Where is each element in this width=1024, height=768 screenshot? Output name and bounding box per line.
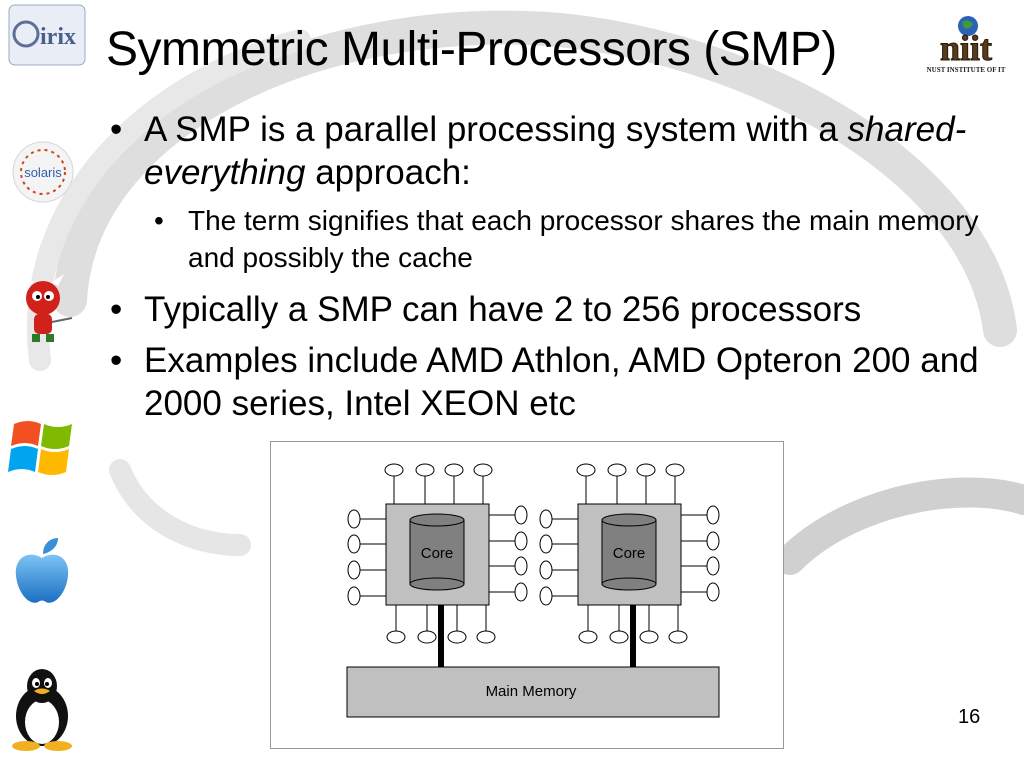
slide-title: Symmetric Multi-Processors (SMP): [106, 23, 837, 76]
solaris-logo-text: solaris: [24, 165, 62, 180]
bullet-3-text: Examples include AMD Athlon, AMD Opteron…: [144, 341, 979, 423]
core-right-label: Core: [613, 545, 646, 562]
bullet-marker: •: [110, 290, 123, 329]
processor-right-pins: [539, 463, 720, 644]
main-memory: [346, 666, 720, 718]
smp-diagram-svg: Core Core Main Memory: [346, 463, 720, 718]
bullet-1-text-end: approach:: [305, 153, 471, 192]
bullet-2-text: Typically a SMP can have 2 to 256 proces…: [144, 290, 862, 329]
bullet-examples: • Examples include AMD Athlon, AMD Optero…: [110, 339, 990, 425]
bullet-marker: •: [110, 341, 123, 380]
apple-logo: [15, 538, 69, 603]
sub-bullet-text: The term signifies that each processor s…: [188, 205, 979, 273]
irix-logo-text: irix: [40, 24, 76, 50]
main-memory-label: Main Memory: [486, 683, 577, 700]
sub-bullet-marker: •: [154, 205, 164, 236]
smp-diagram: Core Core Main Memory: [270, 441, 784, 749]
bullet-smp-definition: • A SMP is a parallel processing system w…: [110, 108, 990, 194]
page-number: 16: [958, 706, 981, 728]
niit-logo: niit NUST INSTITUTE OF IT: [927, 16, 1006, 74]
core-left: [409, 513, 465, 591]
niit-logo-caption: NUST INSTITUTE OF IT: [927, 66, 1006, 74]
os-logo-sidebar: irix solaris: [0, 0, 90, 768]
tux-linux-logo: [12, 669, 72, 751]
bullet-processor-count: • Typically a SMP can have 2 to 256 proce…: [110, 288, 990, 331]
niit-logo-wordmark: niit: [940, 28, 992, 68]
bsd-daemon-logo: [22, 274, 73, 342]
core-right: [601, 513, 657, 591]
irix-logo: irix: [8, 4, 86, 66]
sub-bullet-shared-memory: • The term signifies that each processor …: [154, 202, 990, 276]
bullet-1-emphasis: shared-everything: [144, 110, 967, 192]
core-left-label: Core: [421, 545, 454, 562]
solaris-logo: solaris: [12, 141, 74, 203]
windows-logo: [8, 421, 72, 475]
bullet-marker: •: [110, 110, 123, 149]
bullet-1-text-start: A SMP is a parallel processing system wi…: [144, 110, 848, 149]
slide-content: • A SMP is a parallel processing system w…: [110, 108, 990, 433]
processor-left-pins: [347, 463, 528, 644]
